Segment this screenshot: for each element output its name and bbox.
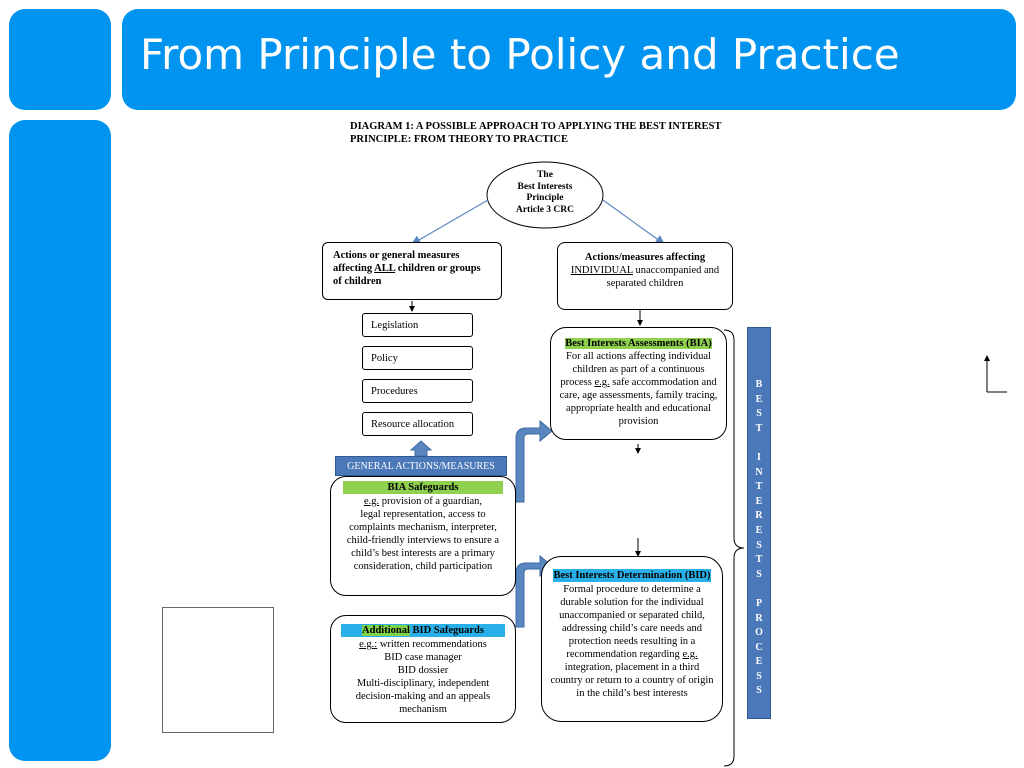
process-letter: S: [756, 539, 762, 551]
bia-safeguards-heading-text: BIA Safeguards: [387, 482, 459, 493]
ellipse-line-2: Best Interests: [517, 181, 573, 192]
left-top-bar: [9, 9, 111, 110]
general-measures-part1: Actions or general measures affecting: [333, 250, 460, 274]
bid-safeguards-heading-2: BID Safeguards: [409, 625, 484, 636]
ellipse-line-1: The: [537, 170, 553, 180]
bid-eg: e.g.: [682, 649, 698, 660]
individual-measures-line1: Actions/measures affecting: [584, 252, 706, 263]
process-letter: E: [755, 393, 763, 405]
bia-safeguards-box: BIA Safeguards e.g. provision of a guard…: [330, 476, 516, 596]
ellipse-line-4: Article 3 CRC: [515, 204, 575, 215]
process-letter: [748, 582, 770, 597]
bia-text-2: safe accommodation and care, age assessm…: [559, 377, 718, 427]
bid-safeguards-heading: Additional BID Safeguards: [341, 624, 505, 637]
measure-procedures: Procedures: [362, 379, 473, 403]
empty-frame: [162, 607, 274, 733]
individual-measures-emph: INDIVIDUAL: [570, 265, 633, 276]
process-letter: [748, 436, 770, 451]
process-letter: S: [756, 408, 762, 420]
bid-heading-text: Best Interests Determination (BID): [553, 570, 711, 581]
bia-heading-text: Best Interests Assessments (BIA): [565, 338, 712, 349]
bid-safeguards-box: Additional BID Safeguards e.g.: written …: [330, 615, 516, 723]
general-actions-label: GENERAL ACTIONS/MEASURES: [335, 456, 507, 476]
bia-eg: e.g.: [594, 377, 610, 388]
process-letter: I: [757, 451, 761, 463]
process-letter: T: [755, 481, 763, 493]
general-measures-box: Actions or general measures affecting AL…: [322, 242, 502, 300]
bid-safeguards-line: Multi-disciplinary, independent decision…: [355, 678, 491, 715]
process-letter: S: [756, 568, 762, 580]
general-measures-emph: ALL: [374, 263, 396, 274]
connector-left: [410, 199, 489, 245]
principle-text: The Best Interests Principle Article 3 C…: [495, 170, 595, 216]
caption-line-2: PRINCIPLE: FROM THEORY TO PRACTICE: [350, 134, 569, 145]
process-brace: [723, 329, 745, 767]
process-letter: R: [755, 612, 763, 624]
process-letter: R: [755, 510, 763, 522]
bid-safeguards-eg: e.g.:: [359, 639, 378, 650]
general-measures-part2: children or groups of children: [333, 263, 481, 287]
individual-measures-box: Actions/measures affecting INDIVIDUAL un…: [557, 242, 733, 310]
bia-safeguards-eg-rest: provision of a guardian,: [379, 496, 483, 507]
bent-arrow-upper: [515, 419, 553, 503]
bid-box: Best Interests Determination (BID) Forma…: [541, 556, 723, 722]
bid-safeguards-line: BID case manager: [384, 652, 462, 663]
bid-safeguards-eg-rest: written recommendations: [377, 639, 487, 650]
diagram-caption: DIAGRAM 1: A POSSIBLE APPROACH TO APPLYI…: [350, 120, 750, 146]
bid-text-1: Formal procedure to determine a durable …: [559, 584, 705, 660]
process-letter: S: [756, 685, 762, 697]
process-letter: E: [755, 495, 763, 507]
process-letter: T: [755, 422, 763, 434]
process-letter: C: [755, 641, 763, 653]
measure-legislation: Legislation: [362, 313, 473, 337]
process-letter: P: [755, 597, 763, 609]
measure-label: Resource allocation: [371, 419, 455, 430]
bid-heading: Best Interests Determination (BID): [553, 569, 711, 582]
process-letter: O: [755, 627, 763, 639]
process-letter: E: [755, 656, 763, 668]
bia-heading: Best Interests Assessments (BIA): [559, 337, 718, 350]
process-letter: T: [755, 554, 763, 566]
general-actions-text: GENERAL ACTIONS/MEASURES: [347, 461, 495, 472]
left-side-bar: [9, 120, 111, 761]
measure-label: Legislation: [371, 320, 419, 331]
process-letter: B: [755, 379, 763, 390]
measure-label: Procedures: [371, 386, 418, 397]
principle-ellipse: [486, 161, 604, 229]
caption-line-1: DIAGRAM 1: A POSSIBLE APPROACH TO APPLYI…: [350, 121, 722, 132]
process-letter: E: [755, 524, 763, 536]
bid-text-2: integration, placement in a third countr…: [550, 662, 714, 699]
measure-policy: Policy: [362, 346, 473, 370]
connector-right: [602, 199, 665, 245]
process-letter: N: [755, 466, 763, 478]
bid-safeguards-line: BID dossier: [397, 665, 449, 676]
bia-safeguards-body: legal representation, access to complain…: [346, 509, 500, 572]
bia-box: Best Interests Assessments (BIA) For all…: [550, 327, 727, 440]
ellipse-line-3: Principle: [526, 193, 564, 203]
bia-safeguards-heading: BIA Safeguards: [343, 481, 503, 494]
individual-measures-part2: unaccompanied and separated children: [606, 265, 720, 289]
title-bar: [122, 9, 1016, 110]
up-block-arrow: [409, 440, 433, 457]
bia-text-1: For all actions affecting individual chi…: [560, 351, 712, 388]
bia-safeguards-eg: e.g.: [363, 496, 380, 507]
process-letter: S: [756, 670, 762, 682]
measure-resource-allocation: Resource allocation: [362, 412, 473, 436]
bid-safeguards-heading-1: Additional: [362, 625, 410, 636]
measure-label: Policy: [371, 353, 398, 364]
slide-title: From Principle to Policy and Practice: [140, 30, 900, 79]
